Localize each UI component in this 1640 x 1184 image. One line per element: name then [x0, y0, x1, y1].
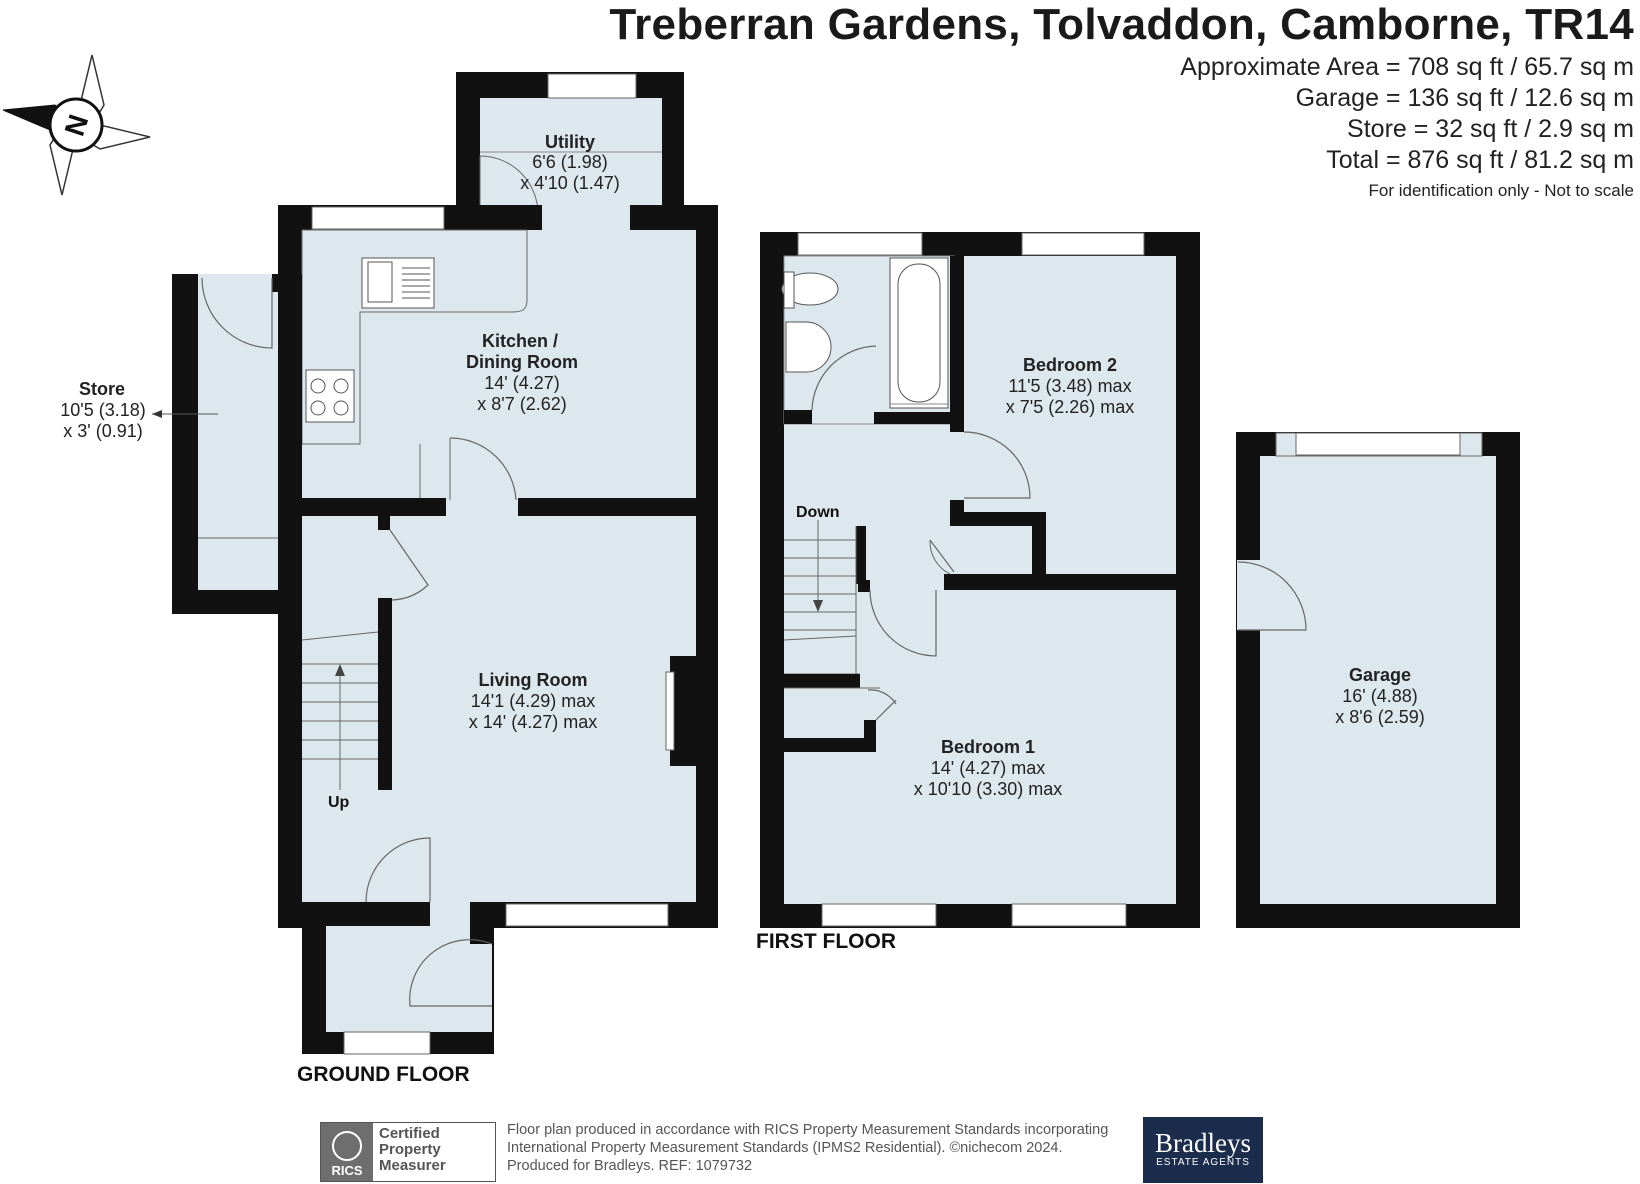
agent-logo: Bradleys ESTATE AGENTS: [1143, 1117, 1263, 1183]
north-compass-icon: N: [2, 54, 151, 196]
footer-line-3: Produced for Bradleys. REF: 1079732: [507, 1158, 753, 1174]
svg-text:Garage: Garage: [1349, 665, 1411, 685]
rics-badge-text: Certified Property Measurer: [379, 1126, 446, 1174]
agent-logo-sub: ESTATE AGENTS: [1156, 1157, 1250, 1168]
agent-logo-name: Bradleys: [1155, 1128, 1251, 1158]
store-label: Store 10'5 (3.18) x 3' (0.91): [60, 379, 146, 441]
rics-badge-line-3: Measurer: [379, 1157, 446, 1174]
svg-text:Store: Store: [79, 379, 125, 399]
svg-text:Utility: Utility: [545, 132, 595, 152]
area-store: Store = 32 sq ft / 2.9 sq m: [1347, 115, 1634, 143]
living-room-label: Living Room 14'1 (4.29) max x 14' (4.27)…: [469, 670, 598, 732]
svg-text:Kitchen /: Kitchen /: [482, 331, 558, 351]
rics-badge-line-1: Certified: [379, 1125, 440, 1142]
rics-org: RICS: [331, 1163, 363, 1178]
area-garage: Garage = 136 sq ft / 12.6 sq m: [1295, 84, 1634, 112]
garage-label: Garage 16' (4.88) x 8'6 (2.59): [1335, 665, 1424, 727]
ground-floor-label: GROUND FLOOR: [297, 1063, 470, 1086]
svg-text:6'6 (1.98): 6'6 (1.98): [532, 152, 607, 172]
svg-text:16' (4.88): 16' (4.88): [1342, 686, 1417, 706]
rics-logo: RICS: [321, 1123, 373, 1181]
svg-text:x 4'10 (1.47): x 4'10 (1.47): [520, 173, 620, 193]
rics-emblem-icon: [332, 1131, 362, 1161]
svg-text:Bedroom 1: Bedroom 1: [941, 737, 1035, 757]
ground-floor-interior: [302, 230, 696, 902]
first-floor-label: FIRST FLOOR: [756, 930, 896, 953]
area-total: Total = 876 sq ft / 81.2 sq m: [1326, 146, 1634, 174]
svg-text:x 8'7 (2.62): x 8'7 (2.62): [477, 394, 566, 414]
svg-text:x 10'10 (3.30) max: x 10'10 (3.30) max: [914, 779, 1063, 799]
footer-disclaimer: Floor plan produced in accordance with R…: [507, 1121, 1108, 1175]
bedroom-2-label: Bedroom 2 11'5 (3.48) max x 7'5 (2.26) m…: [1006, 355, 1135, 417]
area-approximate: Approximate Area = 708 sq ft / 65.7 sq m: [1180, 53, 1634, 81]
bedroom-1-label: Bedroom 1 14' (4.27) max x 10'10 (3.30) …: [914, 737, 1063, 799]
rics-badge: RICS Certified Property Measurer: [320, 1122, 496, 1182]
footer-line-2: International Property Measurement Stand…: [507, 1140, 1063, 1156]
svg-text:14' (4.27) max: 14' (4.27) max: [931, 758, 1046, 778]
store-room: [198, 274, 278, 590]
garage-room: [1260, 456, 1496, 904]
stairs-up-label: Up: [328, 794, 350, 811]
svg-text:10'5 (3.18): 10'5 (3.18): [60, 400, 146, 420]
svg-text:x 7'5 (2.26) max: x 7'5 (2.26) max: [1006, 397, 1135, 417]
porch-room: [326, 926, 492, 1032]
svg-text:x 14' (4.27) max: x 14' (4.27) max: [469, 712, 598, 732]
svg-text:x 8'6 (2.59): x 8'6 (2.59): [1335, 707, 1424, 727]
plan-title: Treberran Gardens, Tolvaddon, Camborne, …: [609, 0, 1634, 49]
footer-line-1: Floor plan produced in accordance with R…: [507, 1122, 1109, 1138]
area-summary: Approximate Area = 708 sq ft / 65.7 sq m…: [1180, 52, 1634, 206]
svg-text:Bedroom 2: Bedroom 2: [1023, 355, 1117, 375]
rics-badge-line-2: Property: [379, 1141, 441, 1158]
svg-text:Dining Room: Dining Room: [466, 352, 578, 372]
stairs-down-label: Down: [796, 504, 840, 521]
svg-text:x 3' (0.91): x 3' (0.91): [63, 421, 142, 441]
svg-text:Living Room: Living Room: [479, 670, 588, 690]
svg-text:14'1 (4.29) max: 14'1 (4.29) max: [471, 691, 596, 711]
utility-label: Utility 6'6 (1.98) x 4'10 (1.47): [520, 132, 620, 193]
scale-note: For identification only - Not to scale: [1368, 181, 1634, 200]
kitchen-label: Kitchen / Dining Room 14' (4.27) x 8'7 (…: [466, 331, 578, 414]
svg-text:11'5 (3.48) max: 11'5 (3.48) max: [1008, 376, 1131, 396]
svg-text:14' (4.27): 14' (4.27): [484, 373, 559, 393]
